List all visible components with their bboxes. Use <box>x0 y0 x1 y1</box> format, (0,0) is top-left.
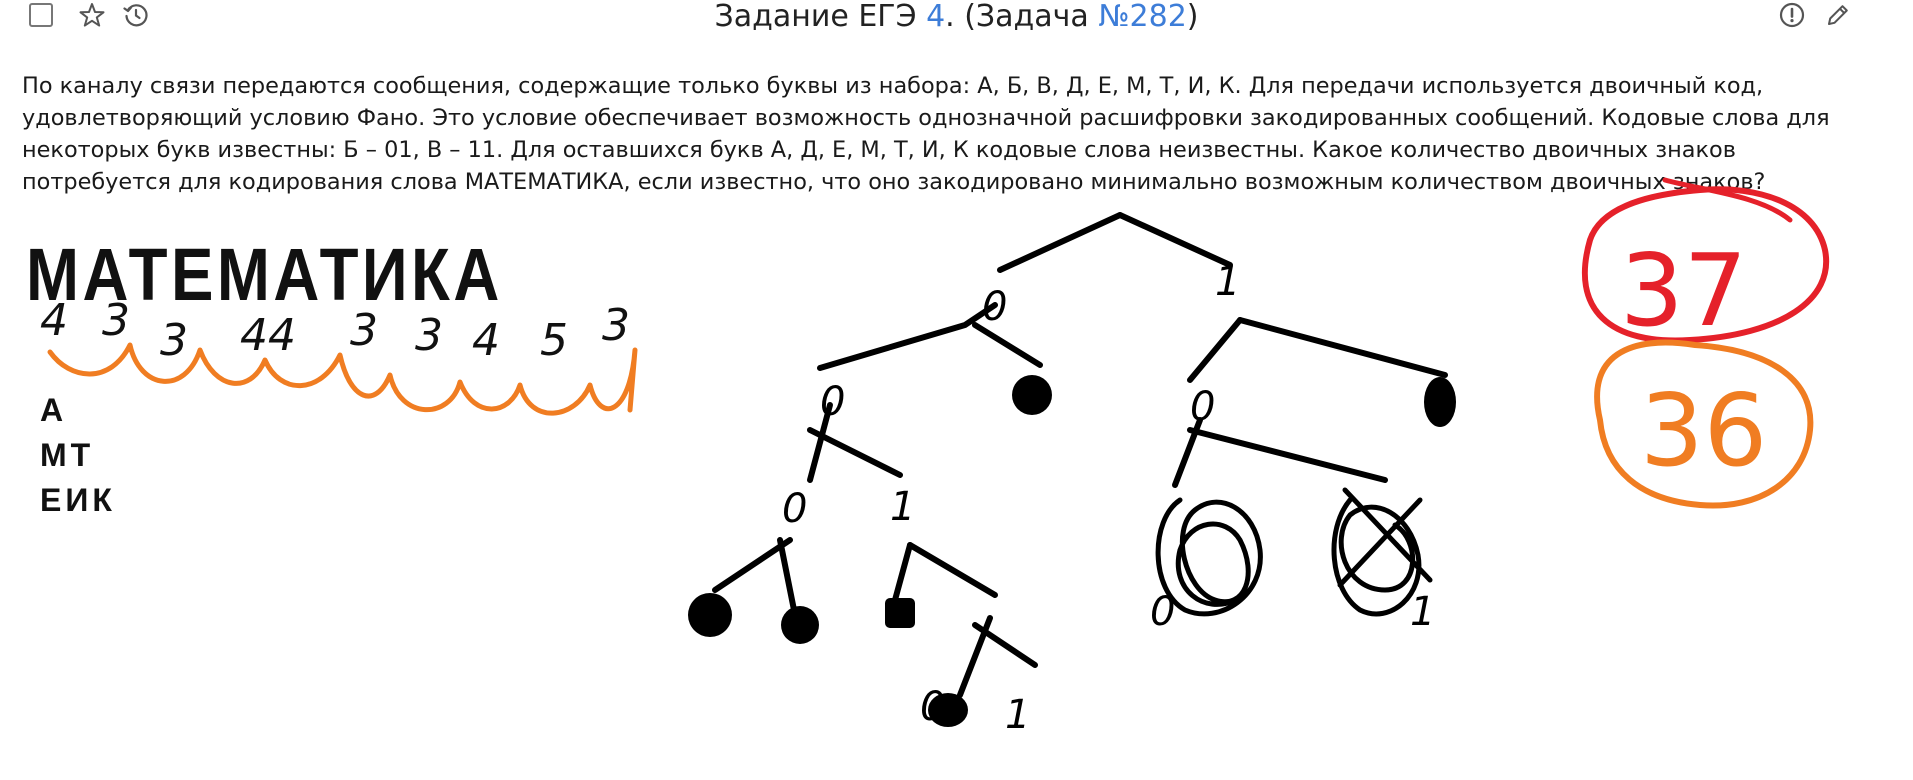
star-icon[interactable] <box>78 1 106 29</box>
digit-label: 5 <box>540 315 568 366</box>
scribbled-nodes <box>1155 487 1433 617</box>
tree-label: 0 <box>982 284 1007 330</box>
tree-edge <box>807 427 903 478</box>
final-answer-value: 36 <box>1640 372 1767 489</box>
top-toolbar: Задание ЕГЭ 4. (Задача №282) <box>0 0 1913 36</box>
tree-label: 1 <box>1410 589 1435 635</box>
tree-edge <box>1237 317 1448 378</box>
red-circle-icon <box>1582 186 1830 344</box>
digit-label: 3 <box>415 310 443 361</box>
tree-edge <box>972 622 1038 668</box>
tree-edge <box>892 542 913 603</box>
final-answer: 36 <box>1594 339 1814 509</box>
task-number-link[interactable]: 4 <box>926 0 946 34</box>
scribble <box>1331 487 1433 617</box>
tree-edge <box>1187 427 1388 483</box>
tree-edge <box>972 322 1043 368</box>
letter-group: ЕИК <box>40 482 116 518</box>
tree-labels: 0 1 0 0 0 1 0 1 0 1 <box>782 259 1435 738</box>
digit-label: 4 <box>472 315 500 366</box>
tree-label: 1 <box>890 484 915 530</box>
tree-edge <box>712 537 793 593</box>
tree-edge <box>1117 212 1233 268</box>
red-strike <box>1662 177 1793 223</box>
tree-edge <box>907 542 998 598</box>
tree-label: 1 <box>1005 692 1030 738</box>
exclamation-circle-icon[interactable] <box>1778 1 1806 29</box>
pencil-icon[interactable] <box>1824 1 1852 29</box>
digit-label: 44 <box>240 310 296 361</box>
crossed-answer-value: 37 <box>1620 232 1747 349</box>
task-text: По каналу связи передаются сообщения, со… <box>22 73 1830 195</box>
tree-edge <box>1187 317 1243 383</box>
letter-groups: А МТ ЕИК <box>40 388 116 523</box>
scribble <box>1155 497 1263 617</box>
tree-edge <box>817 302 998 371</box>
filled-leaf <box>1012 375 1052 415</box>
word-matematika: МАТЕМАТИКА <box>26 233 503 316</box>
filled-leaves <box>688 375 1456 727</box>
tree-edge <box>807 402 833 483</box>
digit-label: 3 <box>350 305 378 356</box>
crossed-answer: 37 <box>1582 177 1830 349</box>
filled-leaf <box>688 593 732 637</box>
filled-leaf <box>1424 377 1456 427</box>
digit-label: 4 <box>40 295 68 346</box>
digit-label: 3 <box>160 315 188 366</box>
filled-leaf <box>885 598 915 628</box>
problem-number-link[interactable]: №282 <box>1098 0 1187 34</box>
tree-edge <box>777 537 798 618</box>
tree-label: 0 <box>1190 384 1215 430</box>
page-title: Задание ЕГЭ 4. (Задача №282) <box>714 0 1199 34</box>
tree-label: 1 <box>1215 259 1240 305</box>
tree-label: 0 <box>820 379 845 425</box>
digit-label: 3 <box>102 295 130 346</box>
filled-leaf <box>928 693 968 727</box>
letter-group: МТ <box>40 437 95 473</box>
orange-arc <box>47 342 638 416</box>
tree-label: 0 <box>782 486 807 532</box>
history-icon[interactable] <box>122 1 150 29</box>
tree-edge <box>997 212 1123 273</box>
digit-label: 3 <box>602 300 630 351</box>
binary-tree <box>712 212 1448 698</box>
letter-group: А <box>40 392 68 428</box>
filled-leaf <box>781 606 819 644</box>
orange-circle-icon <box>1594 339 1814 509</box>
checkbox-icon[interactable] <box>29 3 53 27</box>
